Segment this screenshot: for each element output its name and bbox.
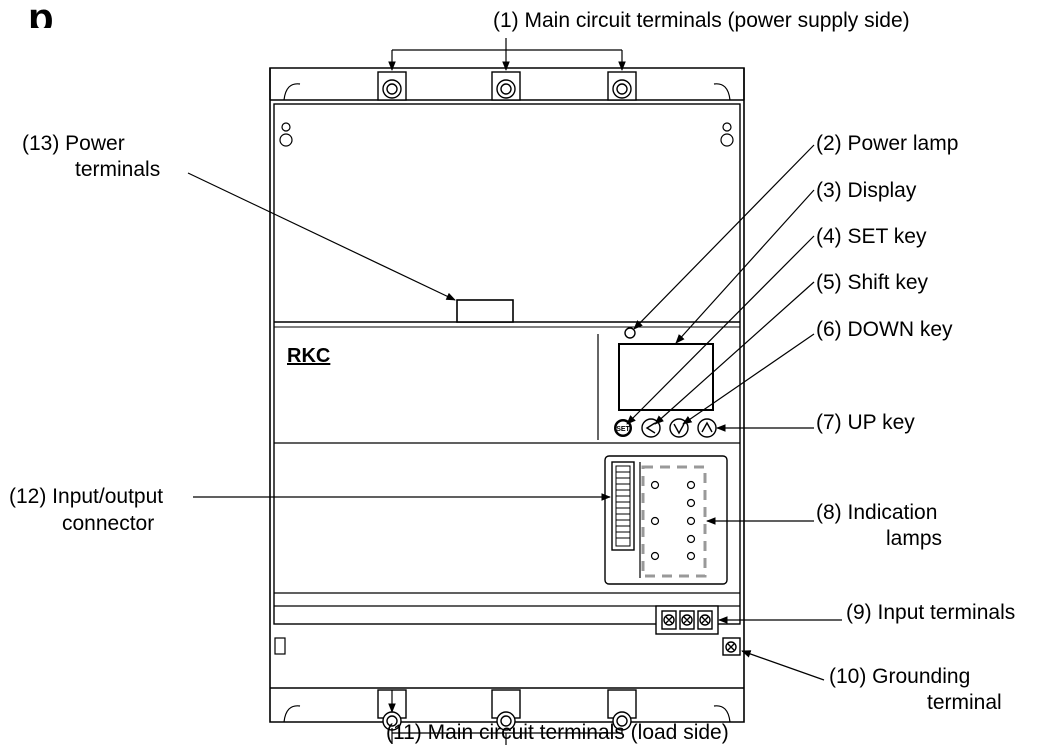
indication-lamps bbox=[650, 480, 696, 561]
label-input-output: (12) Input/output bbox=[9, 485, 164, 508]
set-key-text: SET bbox=[616, 426, 630, 433]
brand-logo: RKC bbox=[287, 345, 331, 367]
io-panel bbox=[604, 455, 728, 585]
label-display: (3) Display bbox=[816, 179, 917, 202]
main-terminal-top-3 bbox=[607, 71, 637, 101]
label-connector: connector bbox=[62, 512, 155, 535]
input-terminals bbox=[655, 605, 719, 635]
connector-pins bbox=[616, 471, 630, 539]
label-set-key: (4) SET key bbox=[816, 225, 927, 248]
grounding-terminal-icon bbox=[722, 637, 741, 656]
label-input-terminals: (9) Input terminals bbox=[846, 601, 1016, 624]
main-terminal-bottom-2 bbox=[491, 689, 521, 731]
label-indication-lamps: lamps bbox=[886, 527, 943, 550]
label-shift-key: (5) Shift key bbox=[816, 271, 929, 294]
label-main-circuit-terminals-load: (11) Main circuit terminals (load side) bbox=[386, 721, 729, 744]
label-main-circuit-terminals-supply: (1) Main circuit terminals (power supply… bbox=[493, 9, 910, 32]
cover-screw-left-icon bbox=[279, 122, 293, 147]
label-power: (13) Power bbox=[22, 132, 125, 155]
section-heading-fragment: p bbox=[28, 0, 54, 28]
label-grounding: (10) Grounding bbox=[829, 665, 971, 688]
label-indication: (8) Indication bbox=[816, 501, 938, 524]
label-up-key: (7) UP key bbox=[816, 411, 915, 434]
up-key bbox=[697, 418, 717, 438]
label-down-key: (6) DOWN key bbox=[816, 318, 953, 341]
label-grounding-terminal: terminal bbox=[927, 691, 1002, 714]
main-terminal-top-2 bbox=[491, 71, 521, 101]
leader-lines bbox=[187, 38, 842, 745]
power-lamp bbox=[624, 327, 636, 339]
main-terminal-top-1 bbox=[377, 71, 407, 101]
cover-screw-right-icon bbox=[720, 122, 734, 147]
label-power-lamp: (2) Power lamp bbox=[816, 132, 959, 155]
label-power-terminals: terminals bbox=[75, 158, 161, 181]
power-terminals bbox=[456, 299, 514, 323]
display bbox=[618, 343, 714, 411]
main-terminal-bottom-3 bbox=[607, 689, 637, 731]
front-cover bbox=[273, 103, 741, 625]
